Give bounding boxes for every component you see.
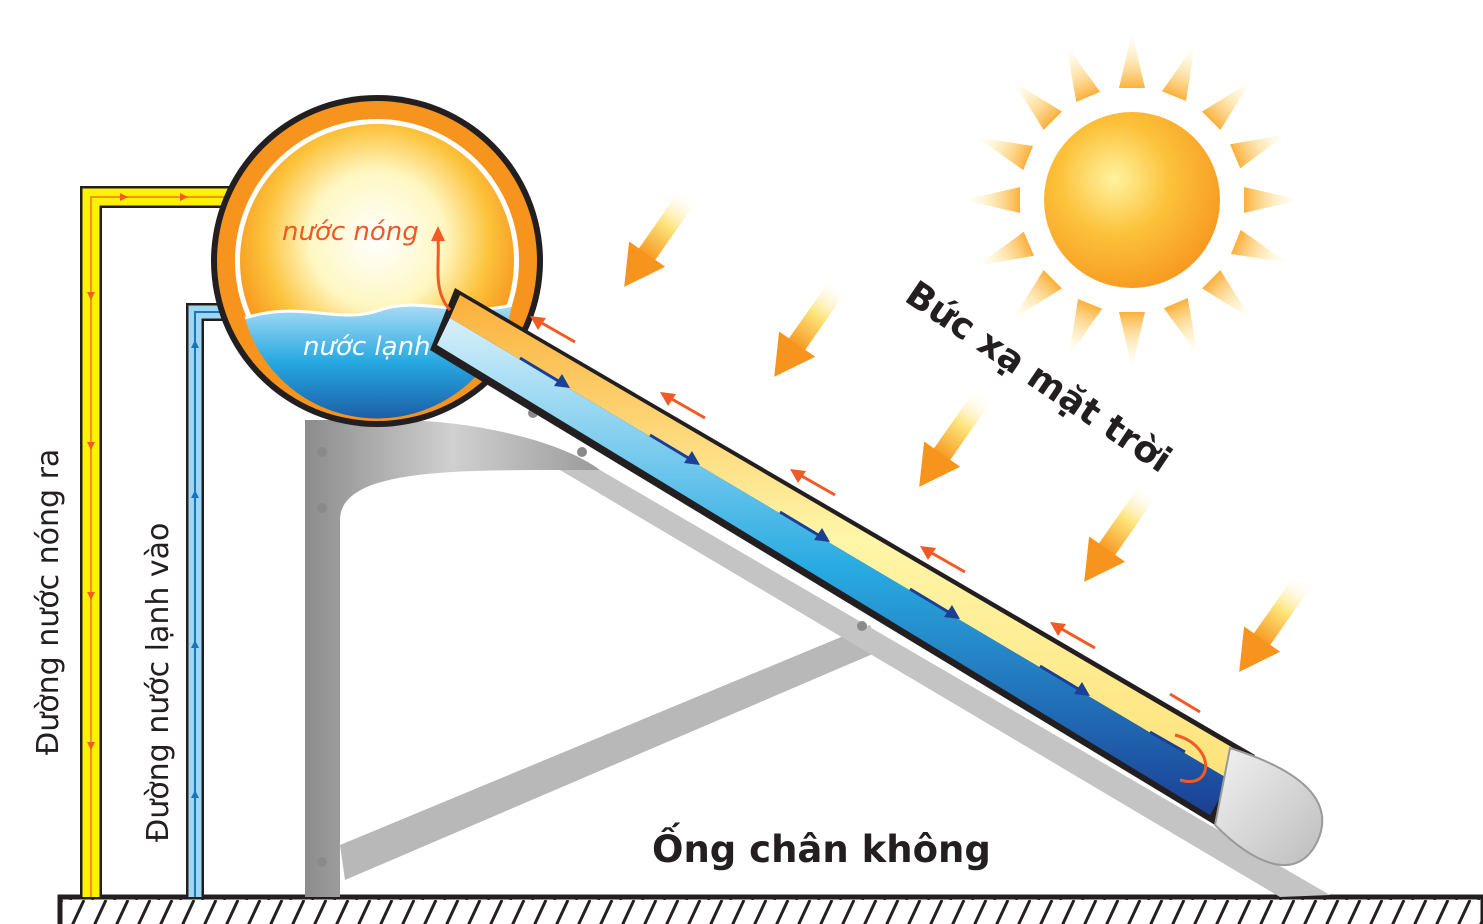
sun-icon — [964, 32, 1300, 368]
support-frame — [305, 408, 1330, 897]
cold-inlet-pipe-label: Đường nước lạnh vào — [141, 523, 176, 842]
vacuum-tube-label: Ống chân không — [652, 822, 991, 871]
ground — [57, 894, 1483, 924]
hot-water-label: nước nóng — [282, 217, 419, 247]
cold-water-label: nước lạnh — [303, 332, 431, 362]
hot-outlet-pipe-label: Đường nước nóng ra — [31, 449, 66, 755]
sun-beams — [624, 186, 1314, 672]
cold-inlet-pipe — [186, 303, 290, 897]
vacuum-tube — [430, 226, 1324, 866]
